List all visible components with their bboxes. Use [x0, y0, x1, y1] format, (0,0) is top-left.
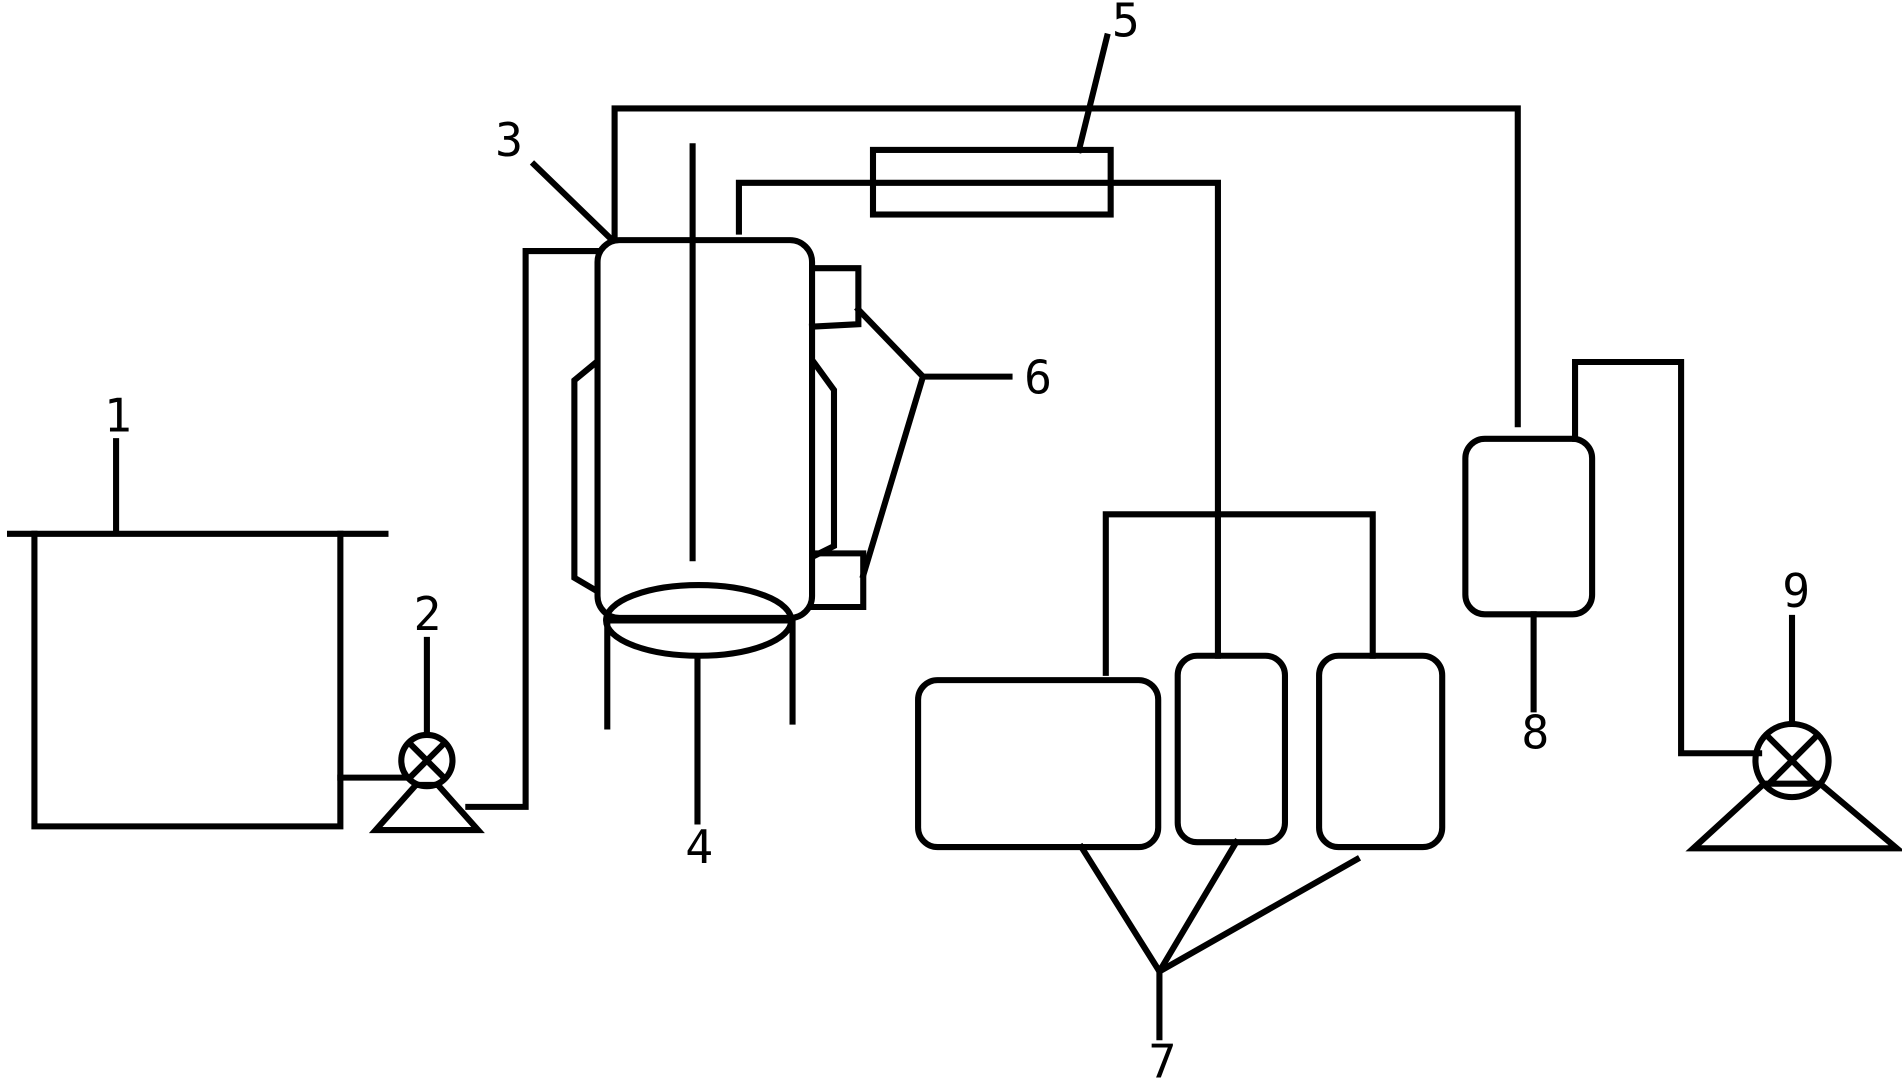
- pipe-reactor-to-trap: [611, 105, 1521, 428]
- label-4: 4: [685, 820, 713, 874]
- label-3: 3: [495, 113, 523, 167]
- pipe-condenser-line: [735, 179, 1221, 518]
- label-7: 7: [1148, 1034, 1176, 1086]
- leader-line-6: [854, 305, 927, 580]
- pipe-pump-to-reactor: [465, 248, 601, 810]
- label-5: 5: [1112, 0, 1140, 48]
- collector-vessel-large: [915, 677, 1162, 851]
- label-6: 6: [1024, 351, 1052, 405]
- leader-line-7a: [1077, 838, 1241, 978]
- feed-pump: [368, 731, 485, 834]
- collector-vessel-medium: [1174, 652, 1289, 846]
- leader-line-5: [1075, 32, 1111, 154]
- leader-line-7b: [1155, 855, 1362, 976]
- leader-line-3: [529, 160, 617, 245]
- label-8: 8: [1521, 705, 1549, 759]
- storage-tank: [6, 530, 389, 830]
- manifold-pipe: [1102, 511, 1376, 676]
- vacuum-pump: [1685, 720, 1902, 852]
- label-1: 1: [104, 388, 132, 442]
- sensor-ports: [808, 265, 867, 611]
- label-2: 2: [413, 587, 441, 641]
- collector-vessel-right: [1316, 652, 1446, 851]
- pipe-trap-to-vacuum-pump: [1572, 358, 1763, 757]
- buffer-vessel: [1462, 435, 1596, 618]
- label-9: 9: [1782, 564, 1810, 618]
